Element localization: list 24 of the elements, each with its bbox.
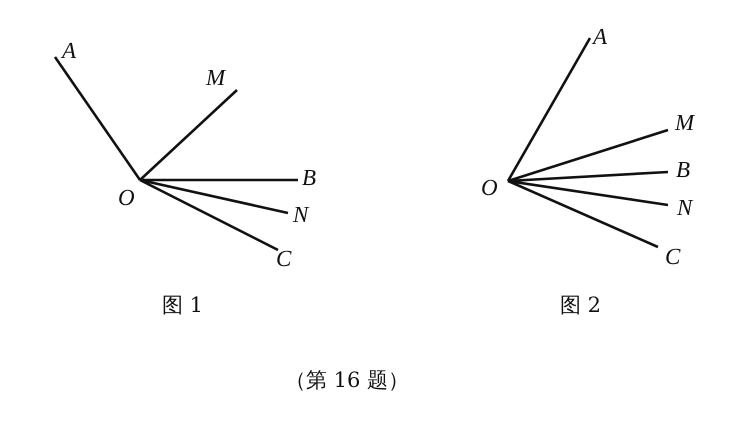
point-label: B (302, 167, 316, 189)
point-label: N (677, 197, 692, 219)
point-label: A (593, 26, 608, 48)
ray (54, 56, 142, 181)
point-label: O (481, 177, 498, 199)
point-label: C (665, 246, 680, 268)
ray (508, 180, 668, 206)
figure-caption: 图 2 (560, 293, 602, 317)
figure-caption: 图 1 (162, 293, 204, 317)
point-label: M (206, 67, 226, 89)
point-label: A (62, 40, 76, 62)
point-label: O (118, 187, 135, 209)
ray (508, 128, 668, 182)
problem-number: （第 16 题） (285, 368, 410, 392)
point-label: B (676, 159, 690, 181)
point-label: N (293, 204, 308, 226)
ray (139, 89, 238, 181)
point-label: C (276, 248, 292, 270)
ray (139, 178, 279, 252)
ray (140, 178, 288, 214)
ray (507, 180, 659, 248)
ray (506, 37, 592, 182)
ray (140, 178, 298, 182)
point-label: M (675, 112, 694, 134)
